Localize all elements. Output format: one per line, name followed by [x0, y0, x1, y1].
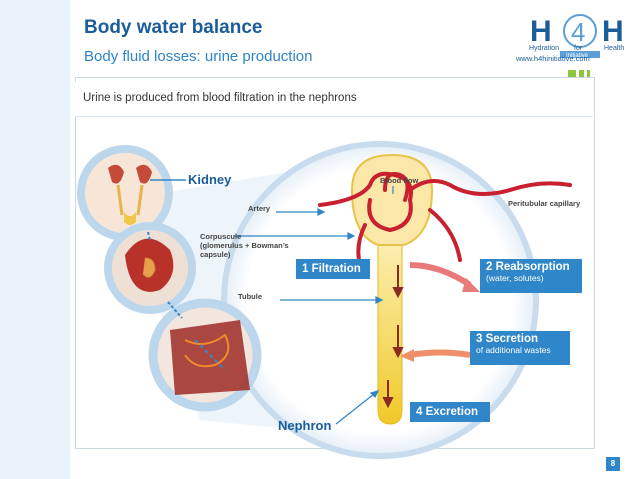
step-excretion: 4 Excretion: [410, 402, 490, 422]
logo-initiative-band: [560, 51, 600, 58]
panel-heading: Urine is produced from blood filtration …: [83, 92, 357, 104]
logo-circle: [563, 14, 597, 48]
logo-for: for: [574, 45, 583, 52]
corpuscule-label-line2: (glomerulus + Bowman’s: [200, 241, 289, 250]
logo-hydration: Hydration: [529, 45, 559, 52]
reabsorption-arrow: [409, 262, 472, 288]
step-secretion-text: 3 Secretion: [476, 333, 538, 345]
peritubular-capillary-label: Peritubular capillary: [508, 199, 581, 208]
page-title: Body water balance: [84, 17, 263, 38]
logo-letter-h-left: H: [530, 15, 552, 48]
step-excretion-text: 4 Excretion: [416, 406, 478, 418]
step-reabsorption-text: 2 Reabsorption: [486, 261, 570, 273]
logo-letter-h-right: H: [602, 15, 624, 48]
corpuscule-label: Corpuscule (glomerulus + Bowman’s capsul…: [200, 232, 289, 259]
blood-flow-label: Blood flow: [380, 176, 419, 185]
nephron-label: Nephron: [278, 418, 332, 433]
step-filtration: 1 Filtration: [296, 259, 370, 279]
corpuscule-label-line1: Corpuscule: [200, 232, 242, 241]
page-subtitle: Body fluid losses: urine production: [84, 48, 313, 65]
tubule-label: Tubule: [238, 292, 263, 301]
website-url: www.h4hinitiative.com: [516, 54, 590, 63]
step-secretion: 3 Secretion of additional wastes: [470, 331, 570, 365]
step-secretion-sub: of additional wastes: [476, 345, 551, 355]
secretion-arrow: [409, 349, 471, 358]
panel-heading-bar: Urine is produced from blood filtration …: [75, 82, 593, 117]
page-number: 8: [606, 457, 620, 471]
logo-digit: 4: [571, 17, 585, 47]
corpuscule-label-line3: capsule): [200, 250, 231, 259]
h4h-logo: H 4 H Hydration for Health Initiative: [529, 14, 624, 59]
step-reabsorption-sub: (water, solutes): [486, 273, 544, 283]
kidney-label: Kidney: [188, 172, 232, 187]
artery-label: Artery: [248, 204, 271, 213]
kidney-icon-left: [108, 164, 124, 184]
cortex-section: [170, 320, 250, 395]
logo-initiative: Initiative: [566, 53, 589, 59]
blood-vessels: [318, 171, 572, 267]
logo-health: Health: [604, 45, 624, 52]
step-filtration-text: 1 Filtration: [302, 263, 361, 275]
left-accent-bar: [0, 0, 70, 479]
kidney-icon-right: [136, 164, 152, 184]
step-reabsorption: 2 Reabsorption (water, solutes): [480, 259, 582, 293]
